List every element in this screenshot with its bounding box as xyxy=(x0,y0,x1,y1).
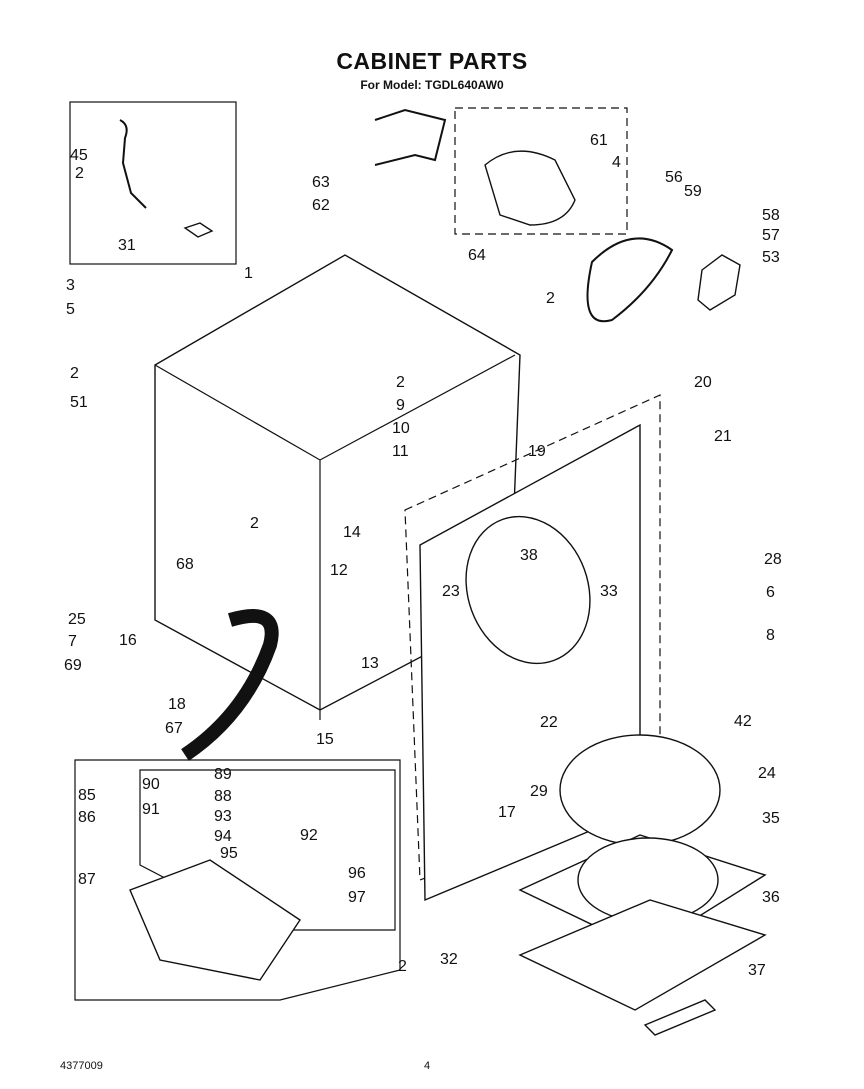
part-callout-35: 35 xyxy=(762,810,780,827)
part-callout-15: 15 xyxy=(316,731,334,748)
part-callout-18: 18 xyxy=(168,696,186,713)
part-callout-42: 42 xyxy=(734,713,752,730)
page-title: CABINET PARTS xyxy=(336,48,528,74)
part-callout-69: 69 xyxy=(64,657,82,674)
door-opening-part xyxy=(465,515,591,665)
motor-dashed-box xyxy=(454,107,628,235)
part-callout-62: 62 xyxy=(312,197,330,214)
document-number: 4377009 xyxy=(60,1060,103,1072)
part-callout-20: 20 xyxy=(694,374,712,391)
part-callout-2: 2 xyxy=(75,165,84,182)
part-callout-2: 2 xyxy=(396,374,405,391)
part-callout-33: 33 xyxy=(600,583,618,600)
motor-brackets-part xyxy=(374,108,447,166)
idler-bracket-part xyxy=(697,254,741,311)
part-callout-5: 5 xyxy=(66,301,75,318)
part-callout-6: 6 xyxy=(766,584,775,601)
part-callout-2: 2 xyxy=(398,958,407,975)
part-callout-89: 89 xyxy=(214,766,232,783)
part-callout-87: 87 xyxy=(78,871,96,888)
part-callout-28: 28 xyxy=(764,551,782,568)
part-callout-85: 85 xyxy=(78,787,96,804)
part-callout-58: 58 xyxy=(762,207,780,224)
part-callout-90: 90 xyxy=(142,776,160,793)
part-callout-56: 56 xyxy=(665,169,683,186)
part-callout-22: 22 xyxy=(540,714,558,731)
motor-part xyxy=(484,150,576,226)
part-callout-51: 51 xyxy=(70,394,88,411)
part-callout-61: 61 xyxy=(590,132,608,149)
part-callout-97: 97 xyxy=(348,889,366,906)
inset-box xyxy=(69,101,237,265)
part-callout-38: 38 xyxy=(520,547,538,564)
part-callout-59: 59 xyxy=(684,183,702,200)
part-callout-13: 13 xyxy=(361,655,379,672)
part-callout-17: 17 xyxy=(498,804,516,821)
part-callout-9: 9 xyxy=(396,397,405,414)
part-callout-86: 86 xyxy=(78,809,96,826)
exhaust-duct-part xyxy=(181,609,279,761)
part-callout-16: 16 xyxy=(119,632,137,649)
part-callout-29: 29 xyxy=(530,783,548,800)
part-callout-25: 25 xyxy=(68,611,86,628)
clip-part xyxy=(183,222,214,238)
part-callout-4: 4 xyxy=(612,154,621,171)
part-callout-7: 7 xyxy=(68,633,77,650)
part-callout-2: 2 xyxy=(250,515,259,532)
gas-valve-box xyxy=(74,759,401,1001)
part-callout-64: 64 xyxy=(468,247,486,264)
drive-belt-part xyxy=(586,237,674,323)
burner-assembly-part xyxy=(129,859,301,981)
toe-panel-part xyxy=(518,899,767,1011)
part-callout-24: 24 xyxy=(758,765,776,782)
part-callout-45: 45 xyxy=(70,147,88,164)
part-callout-67: 67 xyxy=(165,720,183,737)
part-callout-57: 57 xyxy=(762,227,780,244)
part-callout-91: 91 xyxy=(142,801,160,818)
wire-harness-part xyxy=(119,119,147,209)
part-callout-10: 10 xyxy=(392,420,410,437)
part-callout-68: 68 xyxy=(176,556,194,573)
page-number: 4 xyxy=(424,1060,431,1072)
part-callout-88: 88 xyxy=(214,788,232,805)
drum-ring-part xyxy=(559,734,721,846)
gas-valve-inner-box xyxy=(139,769,396,931)
part-callout-37: 37 xyxy=(748,962,766,979)
front-panel-dashed xyxy=(404,394,661,881)
part-callout-93: 93 xyxy=(214,808,232,825)
trim-part xyxy=(643,999,717,1036)
part-callout-96: 96 xyxy=(348,865,366,882)
part-callout-8: 8 xyxy=(766,627,775,644)
part-callout-12: 12 xyxy=(330,562,348,579)
part-callout-31: 31 xyxy=(118,237,136,254)
part-callout-14: 14 xyxy=(343,524,361,541)
part-callout-2: 2 xyxy=(546,290,555,307)
part-callout-32: 32 xyxy=(440,951,458,968)
callout-labels: 4523163626145659585753642315251291011201… xyxy=(64,132,782,979)
part-callout-1: 1 xyxy=(244,265,253,282)
part-callout-36: 36 xyxy=(762,889,780,906)
part-callout-11: 11 xyxy=(392,443,409,460)
part-callout-94: 94 xyxy=(214,828,232,845)
part-callout-21: 21 xyxy=(714,428,732,445)
part-callout-92: 92 xyxy=(300,827,318,844)
part-callout-53: 53 xyxy=(762,249,780,266)
part-callout-19: 19 xyxy=(528,443,546,460)
part-callout-95: 95 xyxy=(220,845,238,862)
model-subtitle: For Model: TGDL640AW0 xyxy=(360,78,504,92)
part-callout-23: 23 xyxy=(442,583,460,600)
part-callout-3: 3 xyxy=(66,277,75,294)
part-callout-63: 63 xyxy=(312,174,330,191)
part-callout-2: 2 xyxy=(70,365,79,382)
